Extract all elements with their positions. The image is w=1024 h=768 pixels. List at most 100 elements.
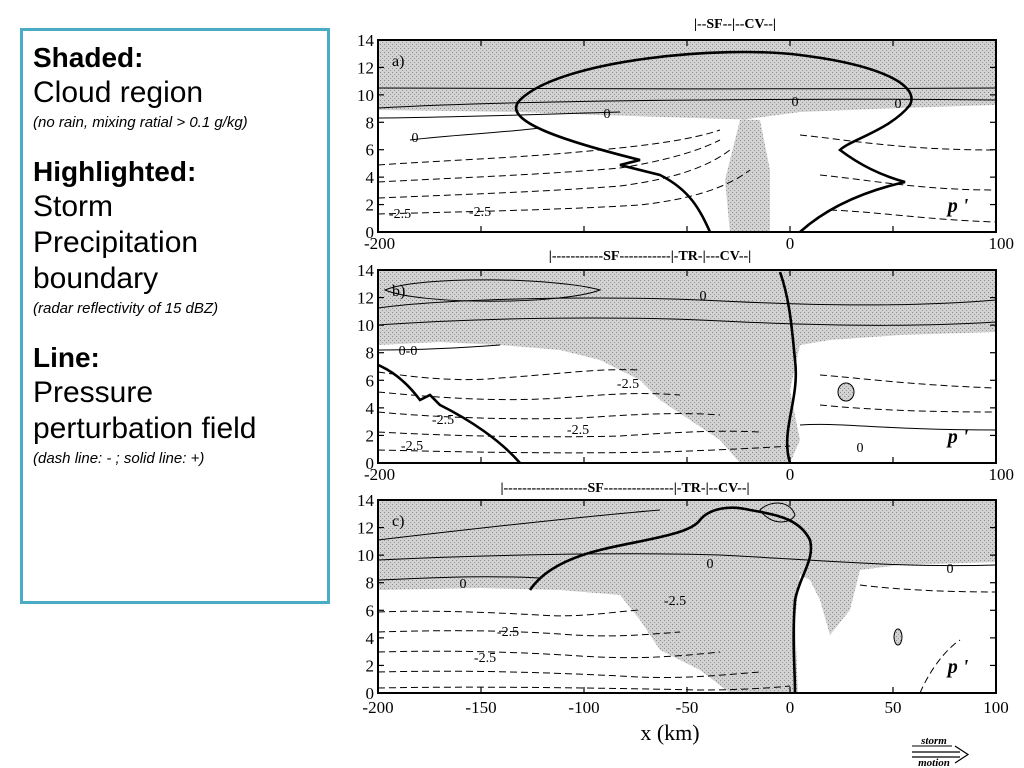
panel-c-solid-contour-3 [378,576,541,581]
y-tick-label: 12 [357,519,374,538]
y-tick-label: 0 [366,454,375,473]
panel-c-precip-boundary [528,506,813,693]
y-tick-label: 4 [366,629,375,648]
panel-c-solid-contour-2 [378,553,996,567]
y-tick-label: 10 [357,86,374,105]
y-tick-label: 6 [366,141,375,160]
legend-shaded-note: (no rain, mixing ratial > 0.1 g/kg) [33,114,248,131]
x-tick-label: -100 [568,698,599,717]
panel-b-solid-contour-4 [378,344,501,351]
panel-c-dashed-contour-4 [378,670,761,678]
panel-a-cloud-anvil [378,40,996,232]
storm-motion-label-1: storm [920,735,947,747]
edge-tick-label: 100 [989,465,1015,484]
contour-value-label: 0 [412,131,419,146]
x-tick-label: -200 [362,698,393,717]
storm-motion-label-2: motion [918,757,950,768]
contour-value-label: -2.5 [401,439,423,454]
contour-value-label: -2.5 [432,413,454,428]
panel-a-solid-contour-2 [378,98,996,109]
panel-a-dashed-contour-3 [378,149,731,199]
contour-value-label: 0 [700,289,707,304]
contour-value-label: -2.5 [474,651,496,666]
variable-label: p ' [946,426,969,448]
contour-value-label: -2.5 [497,625,519,640]
contour-value-label: -2.5 [617,377,639,392]
panel-a [377,39,997,233]
contour-value-label: -2.5 [469,205,491,220]
panel-b-solid-contour-2 [378,297,996,309]
panel-a-solid-contour-4 [409,127,541,141]
region-bar-label: |-----------SF-----------|-TR-|---CV--| [549,249,752,264]
panel-c-dashed-contour-3 [378,650,721,659]
y-tick-label: 10 [357,546,374,565]
panel-b-precip-boundary [378,271,798,463]
legend-shaded-heading: Shaded: [33,42,144,73]
edge-tick-label: 0 [786,465,795,484]
panel-c [377,499,997,694]
panel-a-solid-contour-3 [378,111,621,119]
annotations: |--SF--|--CV--|a)p '|-----------SF------… [389,17,969,768]
panel-tag: b) [392,283,405,300]
panel-c-solid-contour-4 [759,502,796,523]
panel-b-cell [837,382,855,402]
panel-a-dashed-contour-4 [378,169,751,215]
contour-value-label: -2.5 [567,423,589,438]
y-tick-label: 0 [366,223,375,242]
x-axis-title: x (km) [640,720,699,745]
legend-highlight-heading: Highlighted: [33,156,197,187]
contour-value-label: 0-0 [399,344,418,359]
panel-b-dashed-contour-5 [378,445,791,454]
y-tick-label: 14 [357,261,375,280]
y-tick-label: 14 [357,31,375,50]
y-tick-label: 2 [366,426,375,445]
panel-b-dashed-contour-6 [819,374,996,389]
y-tick-label: 12 [357,58,374,77]
panel-b-dashed-contour-1 [378,369,641,381]
panel-c-dashed-contour-6 [859,584,996,593]
x-tick-label: 0 [786,698,795,717]
legend-line-body-2: perturbation field [33,412,257,445]
legend-line-note: (dash line: - ; solid line: +) [33,450,205,467]
legend-line-body-1: Pressure [33,376,154,409]
panel-a-precip-boundary [514,50,913,232]
x-tick-label: -150 [465,698,496,717]
panel-a-dashed-contour-7 [829,209,996,223]
contour-value-label: 0 [792,95,799,110]
y-tick-label: 10 [357,316,374,335]
y-tick-label: 4 [366,399,375,418]
panel-c-solid-contour-1 [378,509,661,541]
y-tick-label: 6 [366,371,375,390]
y-tick-label: 4 [366,168,375,187]
x-tick-label: 50 [885,698,902,717]
region-bar-label: |------------------SF---------------|-TR… [500,481,749,496]
panel-b-solid-contour-3 [378,317,996,326]
variable-label: p ' [946,656,969,678]
contour-value-label: 0 [895,97,902,112]
panel-b-dashed-contour-4 [378,430,761,438]
y-tick-label: 14 [357,491,375,510]
y-tick-label: 2 [366,656,375,675]
axis-ticks [377,39,997,694]
legend-line-heading: Line: [33,342,100,373]
contour-value-label: 0 [947,562,954,577]
legend-highlight-body-1: Storm [33,190,114,223]
panel-c-dashed-contour-2 [378,630,681,637]
legend-highlight-note: (radar reflectivity of 15 dBZ) [33,300,219,317]
edge-tick-label: 0 [786,234,795,253]
panel-c-cloud-region [378,500,996,693]
y-tick-label: 6 [366,601,375,620]
legend-highlight-body-2: Precipitation [33,226,199,259]
panel-b-dashed-contour-7 [819,404,996,413]
edge-tick-label: -200 [364,234,395,253]
contour-value-label: 0 [460,577,467,592]
panel-b [377,269,997,464]
panel-a-dashed-contour-1 [378,129,721,166]
y-tick-label: 12 [357,289,374,308]
y-tick-label: 8 [366,113,375,132]
y-tick-label: 8 [366,574,375,593]
legend-highlight-body-3: boundary [33,262,159,295]
